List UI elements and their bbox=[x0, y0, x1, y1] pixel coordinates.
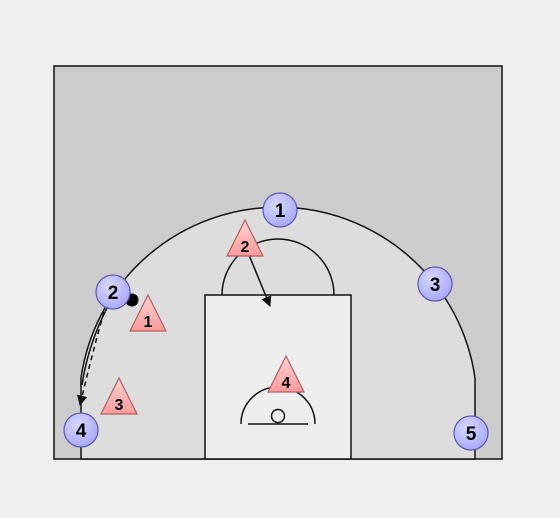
offense-player-3-label: 3 bbox=[430, 275, 441, 296]
offense-layer: 1 2 3 4 5 bbox=[63, 192, 489, 451]
offense-player-2[interactable]: 2 bbox=[95, 274, 131, 310]
offense-player-4-label: 4 bbox=[76, 421, 87, 442]
offense-player-5[interactable]: 5 bbox=[453, 415, 489, 451]
defender-2-label: 2 bbox=[241, 239, 250, 256]
actions-layer bbox=[77, 254, 272, 407]
offense-player-1[interactable]: 1 bbox=[262, 192, 298, 228]
defender-4[interactable]: 4 bbox=[267, 354, 305, 393]
basket-rim bbox=[270, 408, 286, 424]
cut-defender-2 bbox=[248, 254, 272, 307]
offense-player-1-label: 1 bbox=[275, 201, 286, 222]
offense-player-4[interactable]: 4 bbox=[63, 412, 99, 448]
offense-player-3[interactable]: 3 bbox=[417, 266, 453, 302]
pass-2-to-4 bbox=[77, 311, 105, 407]
defender-4-label: 4 bbox=[282, 375, 291, 392]
offense-player-5-label: 5 bbox=[466, 424, 477, 445]
defender-2[interactable]: 2 bbox=[226, 218, 264, 257]
defender-1-label: 1 bbox=[144, 314, 153, 331]
half-court bbox=[53, 65, 503, 460]
dribble-2 bbox=[81, 307, 108, 386]
defender-3-label: 3 bbox=[115, 397, 124, 414]
free-throw-circle bbox=[221, 238, 335, 296]
offense-player-2-label: 2 bbox=[108, 283, 119, 304]
defender-1[interactable]: 1 bbox=[129, 293, 167, 332]
defender-3[interactable]: 3 bbox=[100, 376, 138, 415]
defense-layer: 1 2 3 4 bbox=[100, 218, 305, 415]
